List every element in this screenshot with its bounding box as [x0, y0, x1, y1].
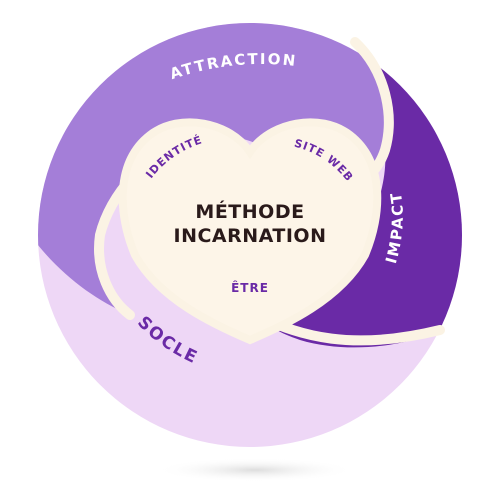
impact-segment	[262, 42, 462, 348]
center-title-line2: INCARNATION	[174, 225, 327, 247]
center-title-line1: MÉTHODE	[195, 200, 304, 223]
diagram-shadow	[155, 458, 355, 482]
etre-label: ÊTRE	[231, 280, 269, 295]
attraction-segment	[38, 23, 389, 315]
heart-shape	[118, 118, 382, 345]
